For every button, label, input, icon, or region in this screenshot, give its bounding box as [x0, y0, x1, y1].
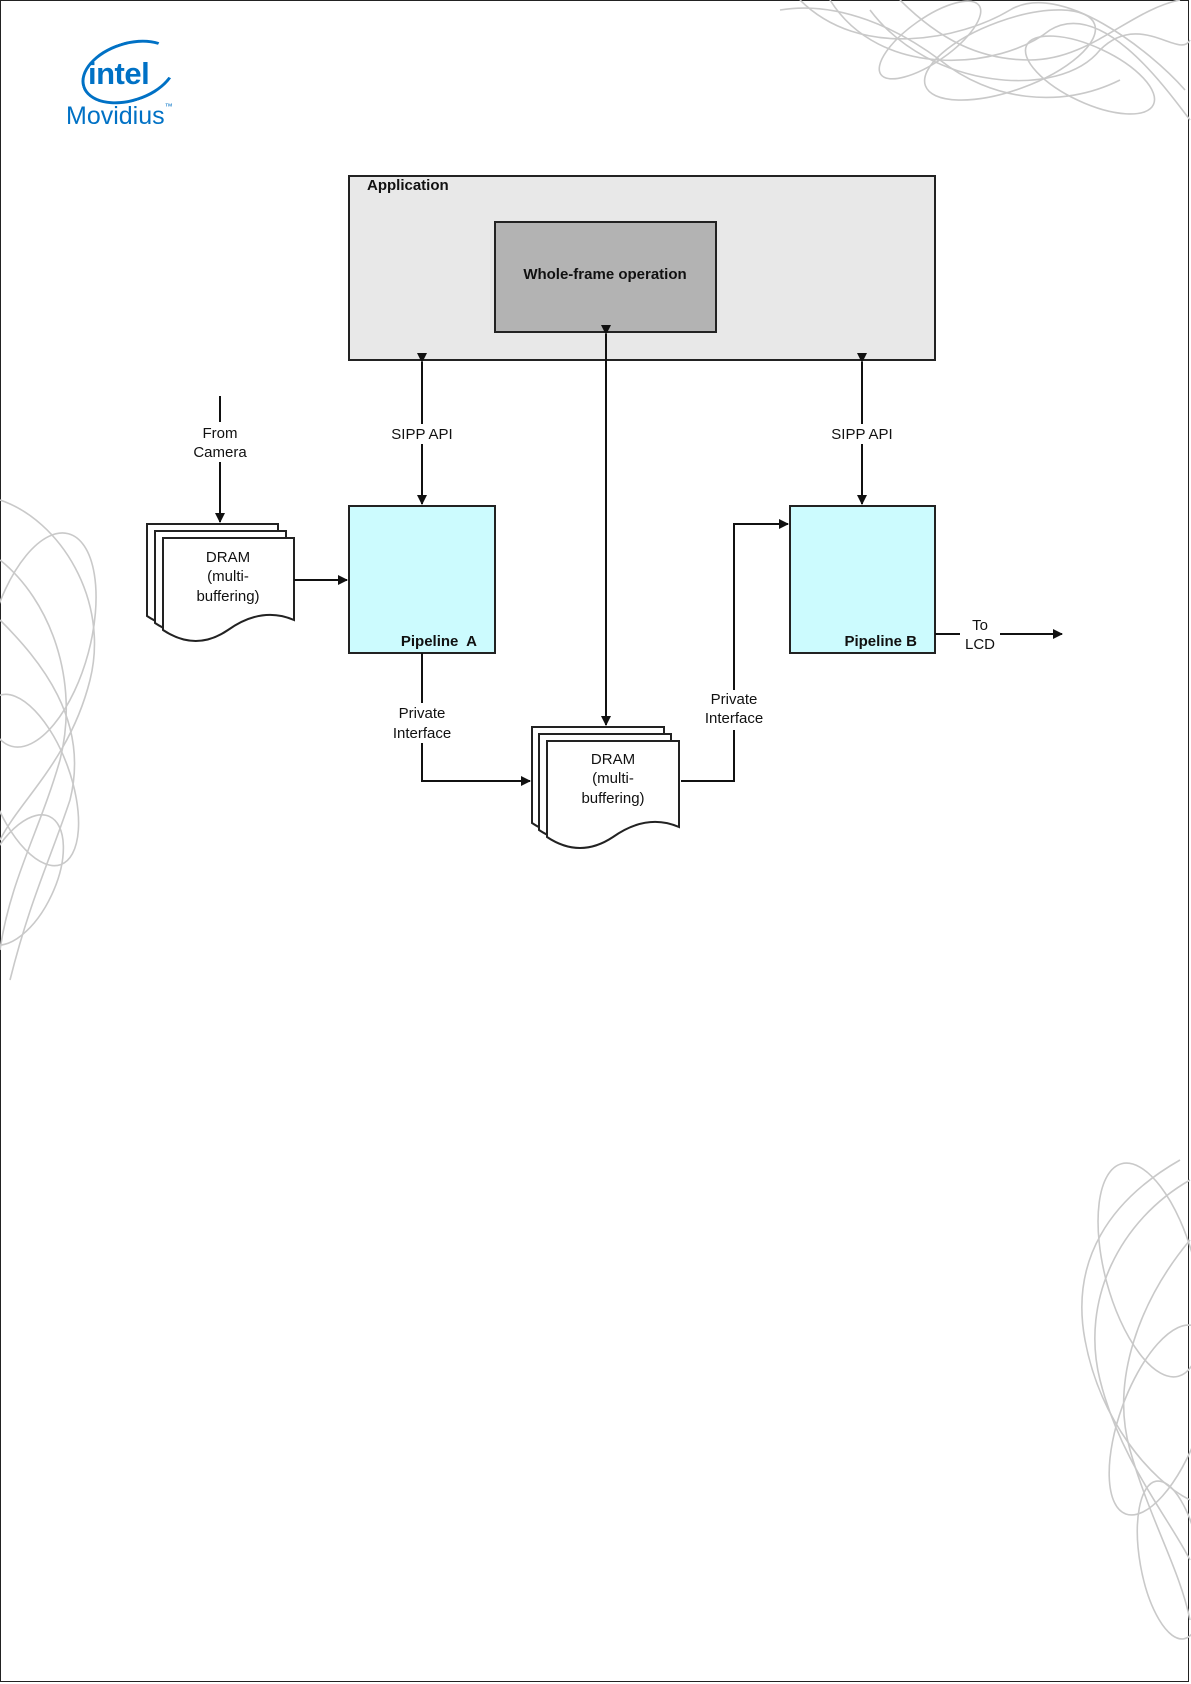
- from-camera-line-1: From: [203, 425, 238, 442]
- pipeline-b-box: [789, 505, 936, 654]
- whole-frame-operation-label: Whole-frame operation: [523, 266, 686, 283]
- logo-product: Movidius™: [66, 102, 173, 130]
- to-lcd-line-2: LCD: [965, 636, 995, 653]
- from-camera-label-bg: [186, 422, 254, 462]
- decorative-swirl-left: [0, 499, 97, 981]
- private-right-line-1: Private: [711, 691, 758, 708]
- sipp-api-right-label: SIPP API: [831, 426, 892, 443]
- intel-movidius-logo: intel Movidius™: [66, 28, 186, 130]
- dram-to-pipeline-b-private-interface-arrow: [681, 519, 789, 782]
- pipeline-a-private-interface-arrow: [421, 653, 531, 786]
- sipp-api-right-label-bg: [824, 424, 900, 444]
- pipeline-a-label: Pipeline A: [401, 633, 477, 650]
- sipp-api-left-label-bg: [384, 424, 460, 444]
- to-lcd-label-bg: [960, 614, 1000, 654]
- private-right-label-bg: [698, 690, 770, 730]
- private-left-line-2: Interface: [393, 725, 451, 742]
- dram-left-buffer: DRAM (multi- buffering): [146, 523, 295, 642]
- dram-center-buffer: DRAM (multi- buffering): [531, 726, 680, 849]
- private-right-line-2: Interface: [705, 710, 763, 727]
- application-label: Application: [367, 177, 449, 194]
- private-left-line-1: Private: [399, 705, 446, 722]
- from-camera-line-2: Camera: [193, 444, 247, 461]
- to-lcd-line-1: To: [972, 617, 988, 634]
- whole-frame-operation-box: [494, 221, 717, 333]
- dram-center-line-1: DRAM: [591, 751, 635, 768]
- dram-left-line-1: DRAM: [206, 549, 250, 566]
- pipeline-b-label: Pipeline B: [844, 633, 917, 650]
- private-left-label-bg: [387, 703, 459, 743]
- pipeline-a-box: [348, 505, 496, 654]
- dram-left-line-2: (multi-: [207, 568, 249, 585]
- dram-center-line-2: (multi-: [592, 770, 634, 787]
- dram-center-line-3: buffering): [581, 790, 644, 807]
- decorative-swirl-bottom-right: [1081, 1159, 1191, 1640]
- logo-brand: intel: [88, 56, 150, 91]
- dram-left-line-3: buffering): [196, 588, 259, 605]
- sipp-api-left-label: SIPP API: [391, 426, 452, 443]
- decorative-swirl-top-right: [779, 0, 1191, 121]
